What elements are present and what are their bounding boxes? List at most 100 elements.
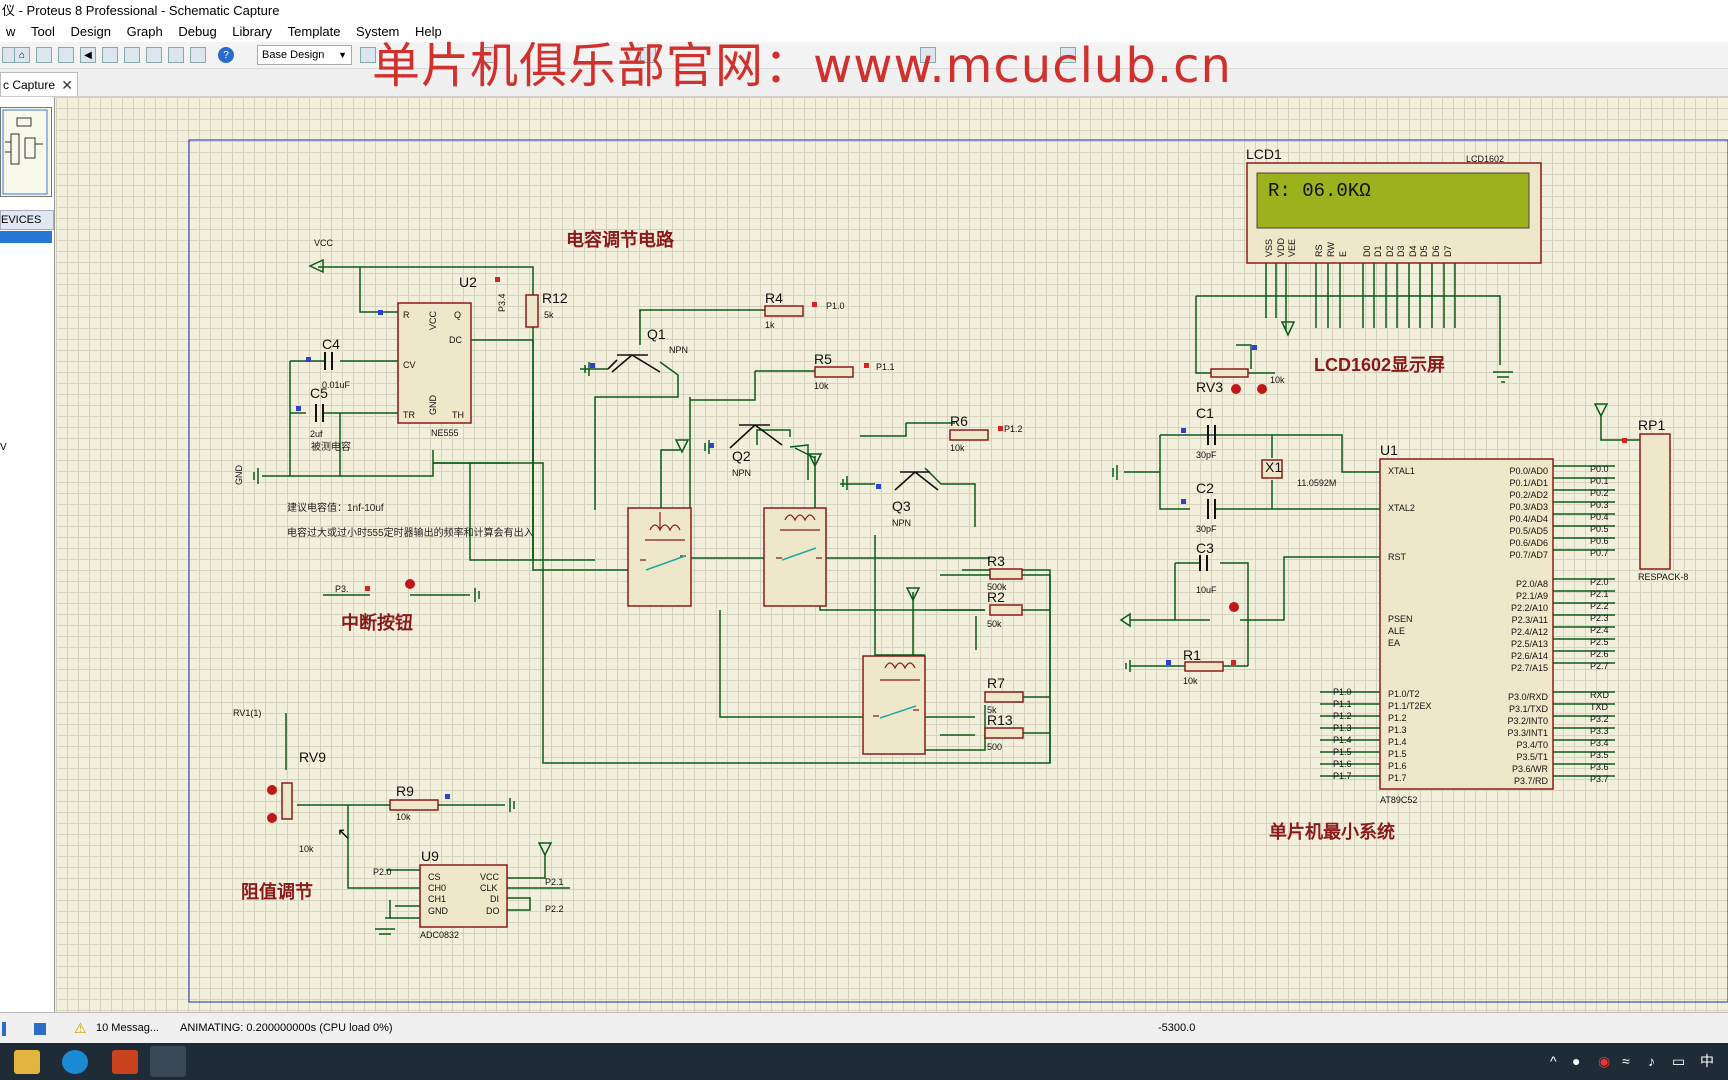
proteus-taskbar-icon[interactable] [150, 1046, 186, 1077]
svg-text:TH: TH [452, 410, 464, 420]
u1-pin-label: P1.5 [1388, 749, 1407, 759]
u1-pin-label: P2.0/A8 [1516, 579, 1548, 589]
label-u1: U1 [1380, 442, 1398, 458]
wifi-icon[interactable]: ≈ [1622, 1053, 1630, 1069]
cursor-coordinate: -5300.0 [1158, 1022, 1196, 1034]
tab-schematic-capture[interactable]: c Capture ✕ [0, 72, 78, 96]
new-icon[interactable] [360, 47, 376, 63]
label-q3-type: NPN [892, 518, 911, 528]
u1-net-label: P2.0 [1590, 577, 1609, 587]
label-p22: P2.2 [545, 904, 564, 914]
section-mcu-title: 单片机最小系统 [1269, 821, 1395, 842]
mic-icon[interactable]: ● [1572, 1053, 1581, 1069]
u1-pin-label: P0.6/AD6 [1509, 538, 1548, 548]
devices-selected-row[interactable] [0, 231, 52, 243]
chip-icon[interactable] [124, 47, 140, 63]
u1-pin-label: P0.0/AD0 [1509, 466, 1548, 476]
u1-pin-label: P3.6/WR [1512, 764, 1549, 774]
menu-graph[interactable]: Graph [126, 24, 163, 39]
u1-net-label: P0.1 [1590, 476, 1609, 486]
label-c5-value: 2uf [310, 429, 323, 439]
menu-template[interactable]: Template [287, 24, 341, 39]
label-p20: P2.0 [373, 867, 392, 877]
menu-system[interactable]: System [356, 24, 400, 39]
record-icon[interactable]: ◉ [1598, 1053, 1611, 1069]
lcd-screen [1256, 172, 1530, 229]
u1-pin-label: P3.4/T0 [1516, 740, 1548, 750]
u1-net-label: P1.6 [1333, 759, 1352, 769]
tool-icon[interactable] [1060, 47, 1076, 63]
pcb-icon[interactable] [168, 47, 184, 63]
u1-net-label: RXD [1590, 690, 1610, 700]
label-p10: P1.0 [826, 301, 845, 311]
menu-bar: w Tool Design Graph Debug Library Templa… [0, 22, 1728, 42]
label-p21: P2.1 [545, 877, 564, 887]
u1-pin-label: P1.3 [1388, 725, 1407, 735]
menu-tool[interactable]: Tool [31, 24, 55, 39]
u1-pin-label: P2.7/A15 [1511, 663, 1548, 673]
menu-debug[interactable]: Debug [178, 24, 217, 39]
label-rv1: RV1(1) [233, 708, 261, 718]
back-icon[interactable]: ◀ [80, 47, 96, 63]
mode-letter: V [0, 442, 7, 453]
pause-icon[interactable] [2, 1022, 6, 1036]
keyboard-icon[interactable]: ▭ [1672, 1053, 1686, 1069]
close-icon[interactable]: ✕ [61, 77, 73, 93]
board-icon[interactable] [102, 47, 118, 63]
wire-icon[interactable] [920, 47, 936, 63]
adc-pin-label: VCC [480, 872, 500, 882]
menu-help[interactable]: Help [415, 24, 442, 39]
help-icon[interactable]: ? [218, 47, 234, 63]
overview-preview[interactable] [0, 107, 52, 197]
u1-net-label: P0.7 [1590, 548, 1609, 558]
label-r5-value: 10k [814, 381, 829, 391]
u1-net-label: P0.5 [1590, 524, 1609, 534]
section-lcd-title: LCD1602显示屏 [1314, 355, 1445, 375]
u1-net-label: P2.2 [1590, 601, 1609, 611]
u1-net-label: P3.3 [1590, 726, 1609, 736]
bom-icon[interactable] [146, 47, 162, 63]
messages-count[interactable]: 10 Messag... [96, 1022, 159, 1034]
layer-select[interactable]: Base Design ▼ [257, 45, 352, 65]
u1-net-label: P1.0 [1333, 687, 1352, 697]
status-bar: ⚠ 10 Messag... ANIMATING: 0.200000000s (… [0, 1012, 1728, 1044]
app-icon[interactable] [112, 1050, 138, 1074]
zoom-icon[interactable] [480, 47, 496, 63]
u1-net-label: P3.4 [1590, 738, 1609, 748]
lcd-pin-label: RS [1314, 244, 1324, 257]
label-x1-value: 11.0592M [1297, 478, 1336, 488]
label-r12-value: 5k [544, 310, 554, 320]
doc-icon[interactable] [190, 47, 206, 63]
schematic-canvas[interactable]: 电容调节电路 LCD1602显示屏 中断按钮 阻值调节 单片机最小系统 建议电容… [56, 97, 1728, 1012]
edge-browser-icon[interactable] [62, 1050, 88, 1074]
menu-design[interactable]: Design [70, 24, 111, 39]
label-c3-value: 10uF [1196, 585, 1217, 595]
devices-header[interactable]: EVICES [0, 210, 54, 230]
label-r3: R3 [987, 553, 1005, 569]
schematic-icon[interactable] [36, 47, 52, 63]
menu-library[interactable]: Library [232, 24, 273, 39]
undo-icon[interactable] [640, 47, 656, 63]
volume-icon[interactable]: ♪ [1648, 1053, 1655, 1069]
tab-bar: c Capture ✕ [0, 72, 1728, 97]
label-p12: P1.2 [1004, 424, 1023, 434]
lcd-ref: LCD1 [1246, 146, 1282, 162]
file-explorer-icon[interactable] [14, 1050, 40, 1074]
home-icon[interactable]: ⌂ [14, 47, 30, 63]
ime-indicator[interactable]: 中 [1700, 1053, 1714, 1069]
label-r6-value: 10k [950, 443, 965, 453]
chevron-down-icon: ▼ [338, 50, 347, 60]
menu-view[interactable]: w [6, 24, 16, 39]
stop-icon[interactable] [34, 1023, 46, 1035]
label-r5: R5 [814, 351, 832, 367]
label-q1-type: NPN [669, 345, 688, 355]
label-rv9: RV9 [299, 749, 326, 765]
label-rp1: RP1 [1638, 417, 1665, 433]
label-p3: P3. [335, 584, 349, 594]
chevron-up-icon[interactable]: ^ [1550, 1053, 1557, 1069]
u1-pin-label: P2.2/A10 [1511, 603, 1548, 613]
component-icon[interactable] [58, 47, 74, 63]
lcd-pin-label: D0 [1362, 245, 1372, 257]
u1-pin-label: P3.0/RXD [1508, 692, 1549, 702]
u1-pin-label: ALE [1388, 626, 1405, 636]
